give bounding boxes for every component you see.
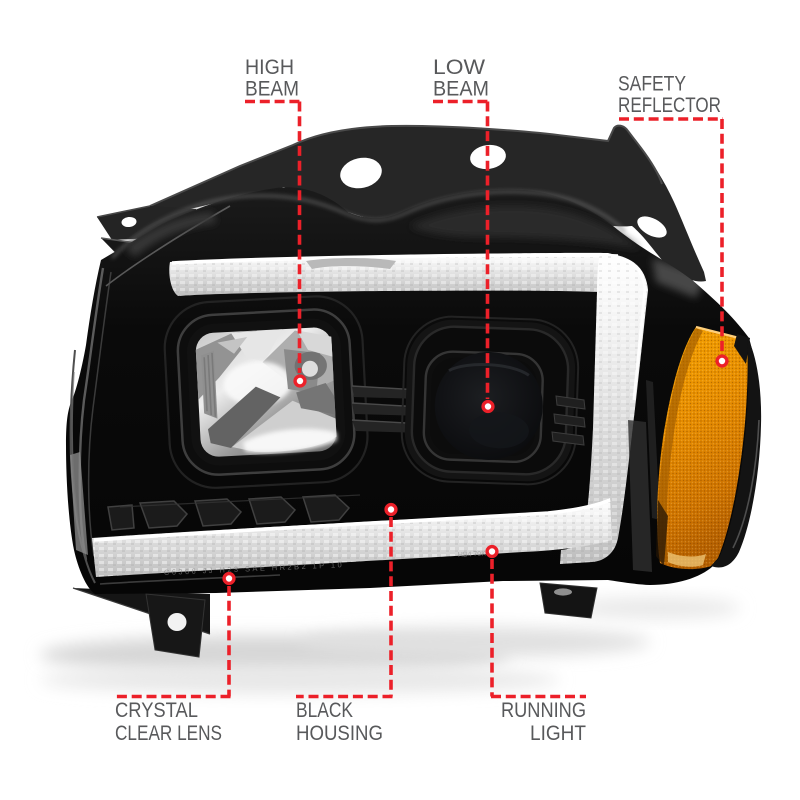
svg-text:REFLECTOR: REFLECTOR xyxy=(618,94,721,117)
svg-text:HOUSING: HOUSING xyxy=(296,722,383,745)
svg-text:BEAM: BEAM xyxy=(433,78,489,101)
svg-text:RUNNING: RUNNING xyxy=(501,699,586,722)
svg-text:LOW: LOW xyxy=(433,56,485,79)
svg-text:HIGH: HIGH xyxy=(245,56,294,79)
svg-text:LIGHT: LIGHT xyxy=(530,722,586,745)
svg-text:CRYSTAL: CRYSTAL xyxy=(115,699,198,722)
svg-text:BEAM: BEAM xyxy=(245,78,299,101)
svg-text:HB4 70K: HB4 70K xyxy=(458,551,487,559)
svg-text:CLEAR LENS: CLEAR LENS xyxy=(115,722,222,745)
svg-text:BLACK: BLACK xyxy=(296,699,353,722)
svg-text:SAFETY: SAFETY xyxy=(618,73,686,96)
